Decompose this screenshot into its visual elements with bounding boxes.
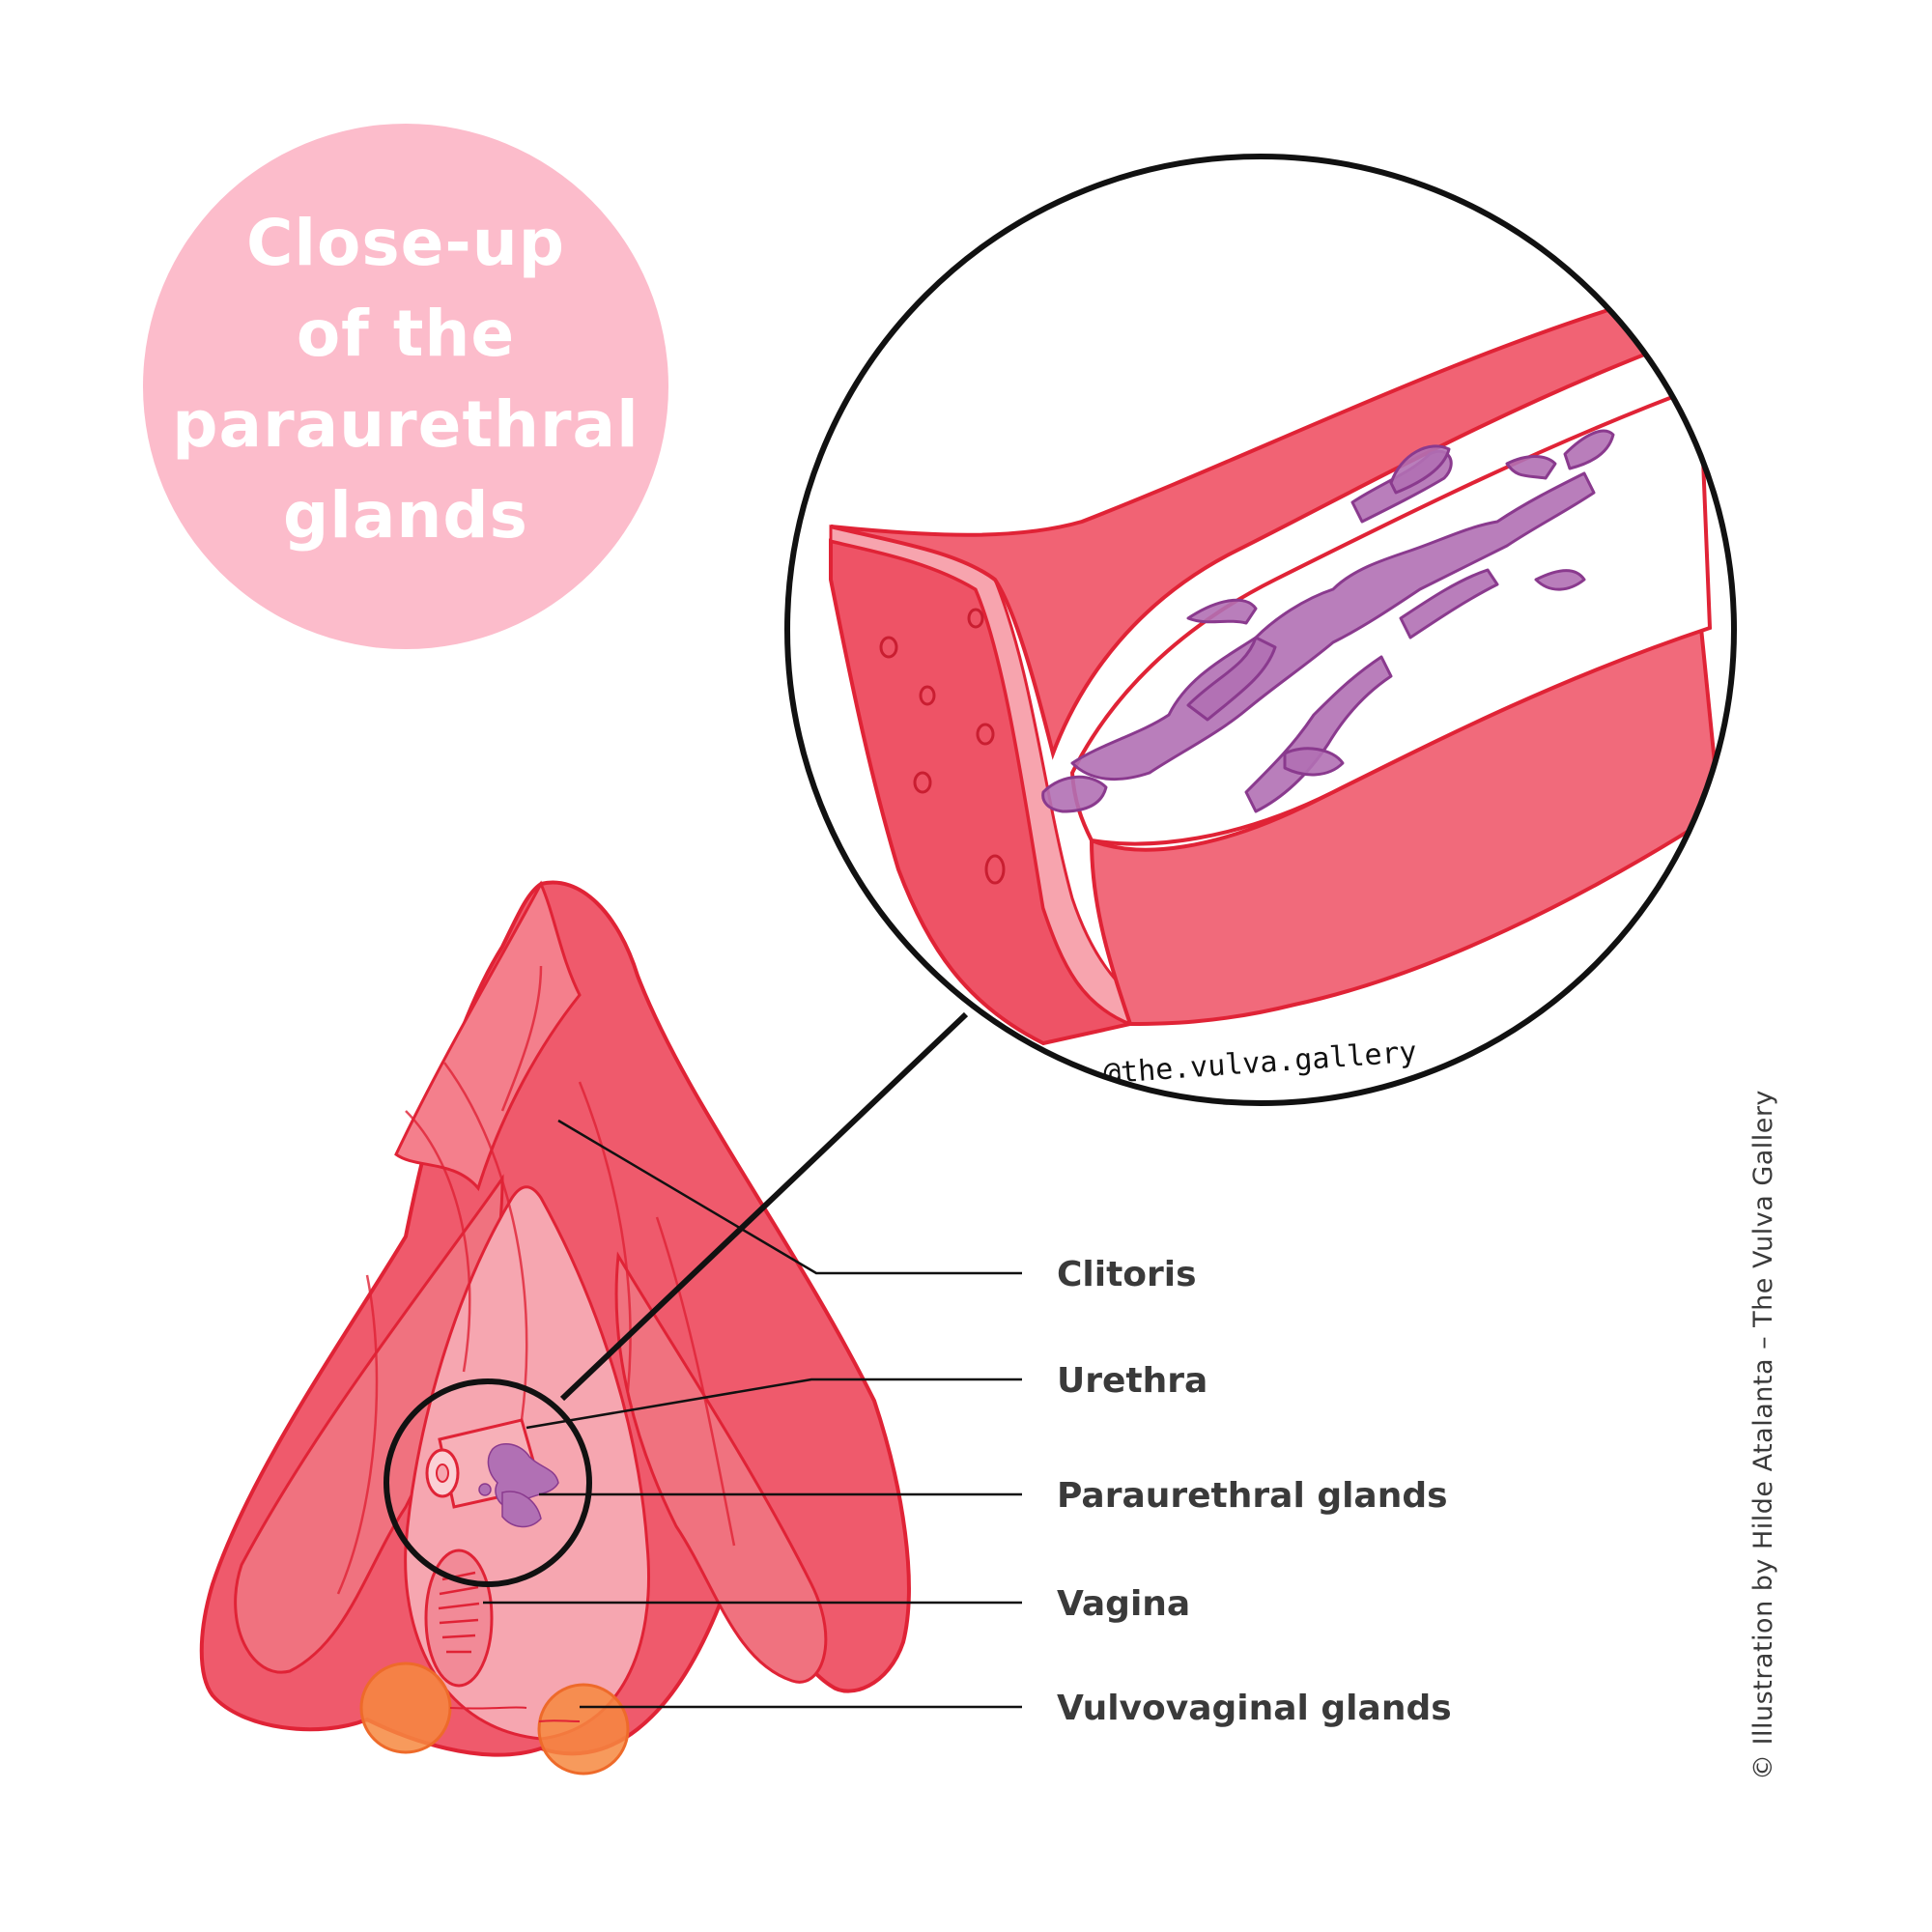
paraurethral-glands-mini [478, 1442, 559, 1528]
label-vagina: Vagina [1057, 1584, 1191, 1624]
page-title: Close-up of the paraurethral glands [172, 198, 639, 561]
right-labium [614, 1251, 828, 1684]
label-paraurethral-glands: Paraurethral glands [1057, 1476, 1448, 1516]
title-line-3: paraurethral [172, 387, 639, 462]
vulvovaginal-gland-left [359, 1662, 452, 1754]
leader-lines [483, 1119, 1022, 1709]
zoom-circle-small [384, 1378, 592, 1587]
close-up-view: @the.vulva.gallery [787, 156, 1734, 1103]
title-line-4: glands [283, 478, 528, 553]
tissue-lines [336, 965, 736, 1595]
urethra-upper-wall [830, 297, 1664, 760]
vulvovaginal-gland-right [537, 1683, 630, 1776]
leader-urethra [526, 1378, 1022, 1430]
title-line-1: Close-up [245, 206, 566, 280]
label-clitoris: Clitoris [1057, 1255, 1197, 1294]
paraurethral-glands-closeup [1041, 429, 1615, 813]
label-urethra: Urethra [1057, 1361, 1208, 1401]
leader-clitoris [557, 1119, 1022, 1275]
zoom-connector-line [559, 1011, 969, 1402]
title-line-2: of the [296, 297, 516, 371]
vulva-illustration [199, 880, 911, 1776]
title-badge: Close-up of the paraurethral glands [143, 124, 668, 649]
tissue-pores [879, 608, 1006, 885]
copyright-credit: © Illustration by Hilde Atalanta – The V… [1748, 1089, 1778, 1780]
clitoral-hood [394, 880, 582, 1192]
label-vulvovaginal-glands: Vulvovaginal glands [1057, 1689, 1452, 1728]
zoom-circle-large [784, 154, 1737, 1106]
